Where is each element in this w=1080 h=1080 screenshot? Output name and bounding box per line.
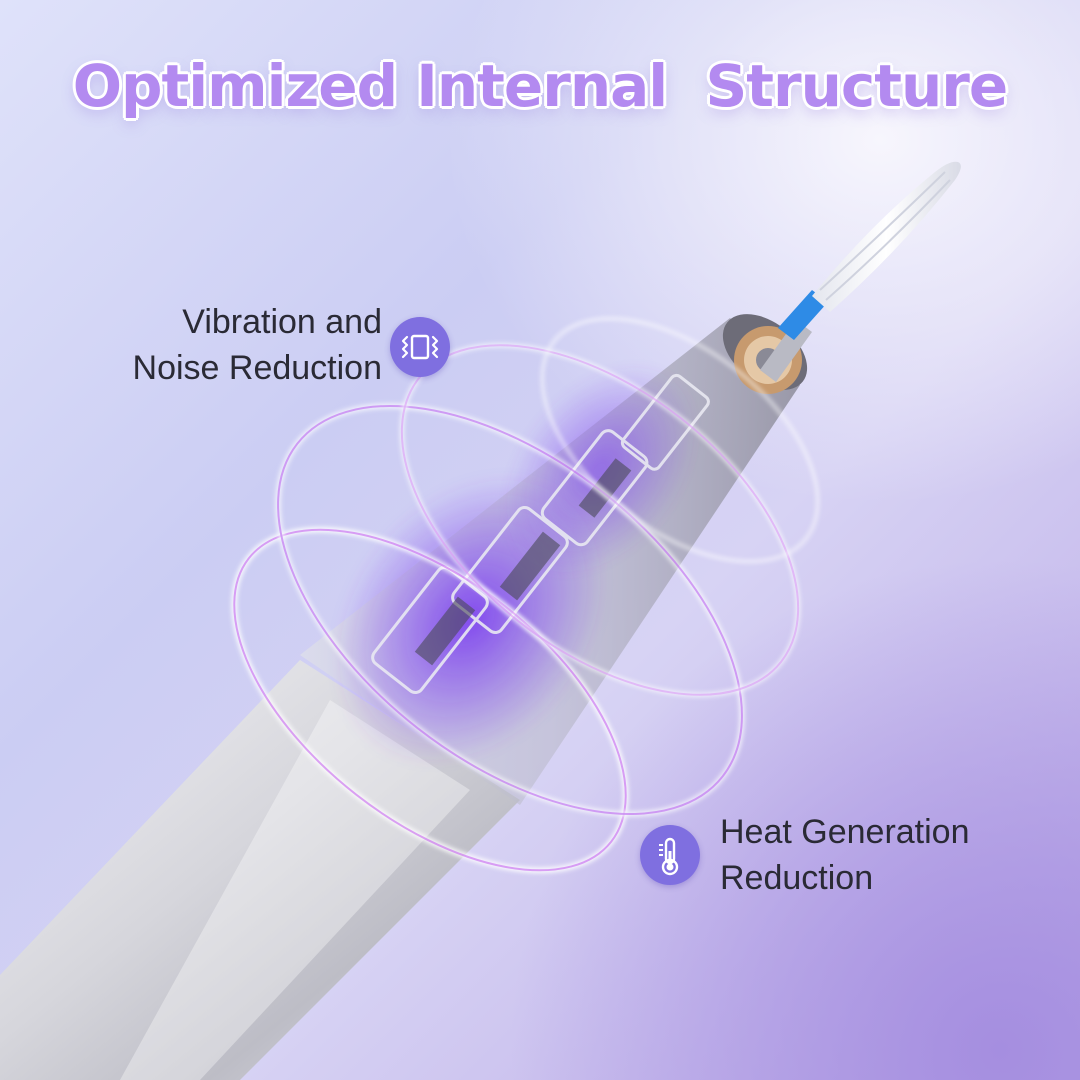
vibration-feature-line2: Noise Reduction	[132, 349, 382, 387]
thermometer-icon	[659, 837, 679, 876]
heat-badge	[640, 825, 700, 885]
heat-feature-label: Heat Generation Reduction	[720, 809, 1040, 901]
drill-body	[0, 660, 520, 1080]
vibration-feature-label: Vibration and Noise Reduction	[60, 299, 382, 391]
drill-bit	[760, 161, 961, 382]
heat-feature-line2: Reduction	[720, 859, 874, 897]
headline: Optimized Internal Structure	[72, 52, 1009, 120]
vibration-icon	[401, 334, 439, 360]
vibration-rings	[231, 316, 820, 874]
vibration-feature-line1: Vibration and	[182, 303, 382, 341]
vibration-badge	[390, 317, 450, 377]
heat-feature-line1: Heat Generation	[720, 813, 970, 851]
